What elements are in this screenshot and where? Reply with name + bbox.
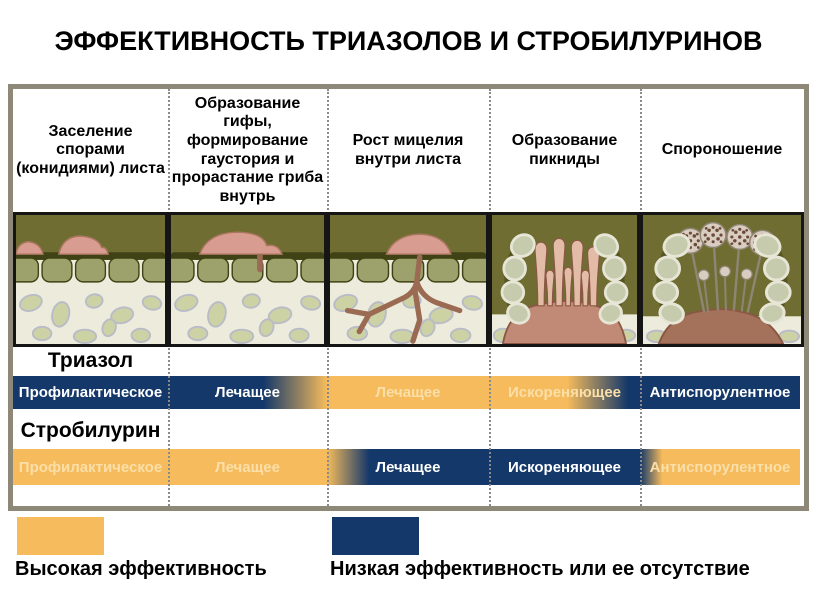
stage-headers: Заселение спорами (конидиями) листа Обра… xyxy=(13,89,804,212)
bar-segment: Искореняющее xyxy=(489,376,640,409)
spores-on-leaf-illustration xyxy=(13,212,168,347)
stage-header-2: Образование гифы, формирование гаустория… xyxy=(171,94,324,205)
hypha-penetration-illustration xyxy=(168,212,327,347)
bar-segment: Антиспорулентное xyxy=(640,449,800,485)
triazole-row-label: Триазол xyxy=(47,349,134,372)
stages-table: Заселение спорами (конидиями) листа Обра… xyxy=(8,84,809,511)
legend-swatch-low xyxy=(332,517,419,555)
stage-header-1: Заселение спорами (конидиями) листа xyxy=(16,122,165,177)
bar-segment: Антиспорулентное xyxy=(640,376,800,409)
mycelium-growth-illustration xyxy=(327,212,489,347)
sporulation-illustration xyxy=(640,212,804,347)
strobilurin-row-label: Стробилурин xyxy=(20,419,161,442)
bar-segment: Профилактическое xyxy=(13,449,168,485)
legend-label-high: Высокая эффективность xyxy=(15,558,267,580)
bar-segment: Лечащее xyxy=(168,376,327,409)
stage-header-4: Образование пикниды xyxy=(511,131,618,168)
page-title: ЭФФЕКТИВНОСТЬ ТРИАЗОЛОВ И СТРОБИЛУРИНОВ xyxy=(54,26,763,56)
leaf-illustrations xyxy=(13,212,804,347)
stage-header-3: Рост мицелия внутри листа xyxy=(352,131,464,168)
legend-label-low: Низкая эффективность или ее отсутствие xyxy=(330,558,750,580)
triazole-effect-bar: Профилактическое Лечащее Лечащее Искорен… xyxy=(13,376,800,409)
bar-segment: Искореняющее xyxy=(489,449,640,485)
pycnidium-illustration xyxy=(489,212,640,347)
bar-segment: Лечащее xyxy=(327,449,489,485)
legend-swatch-high xyxy=(17,517,104,555)
bar-segment: Профилактическое xyxy=(13,376,168,409)
strobilurin-effect-bar: Профилактическое Лечащее Лечащее Искорен… xyxy=(13,449,800,485)
stage-header-5: Спороношение xyxy=(661,141,783,159)
bar-segment: Лечащее xyxy=(327,376,489,409)
bar-segment: Лечащее xyxy=(168,449,327,485)
